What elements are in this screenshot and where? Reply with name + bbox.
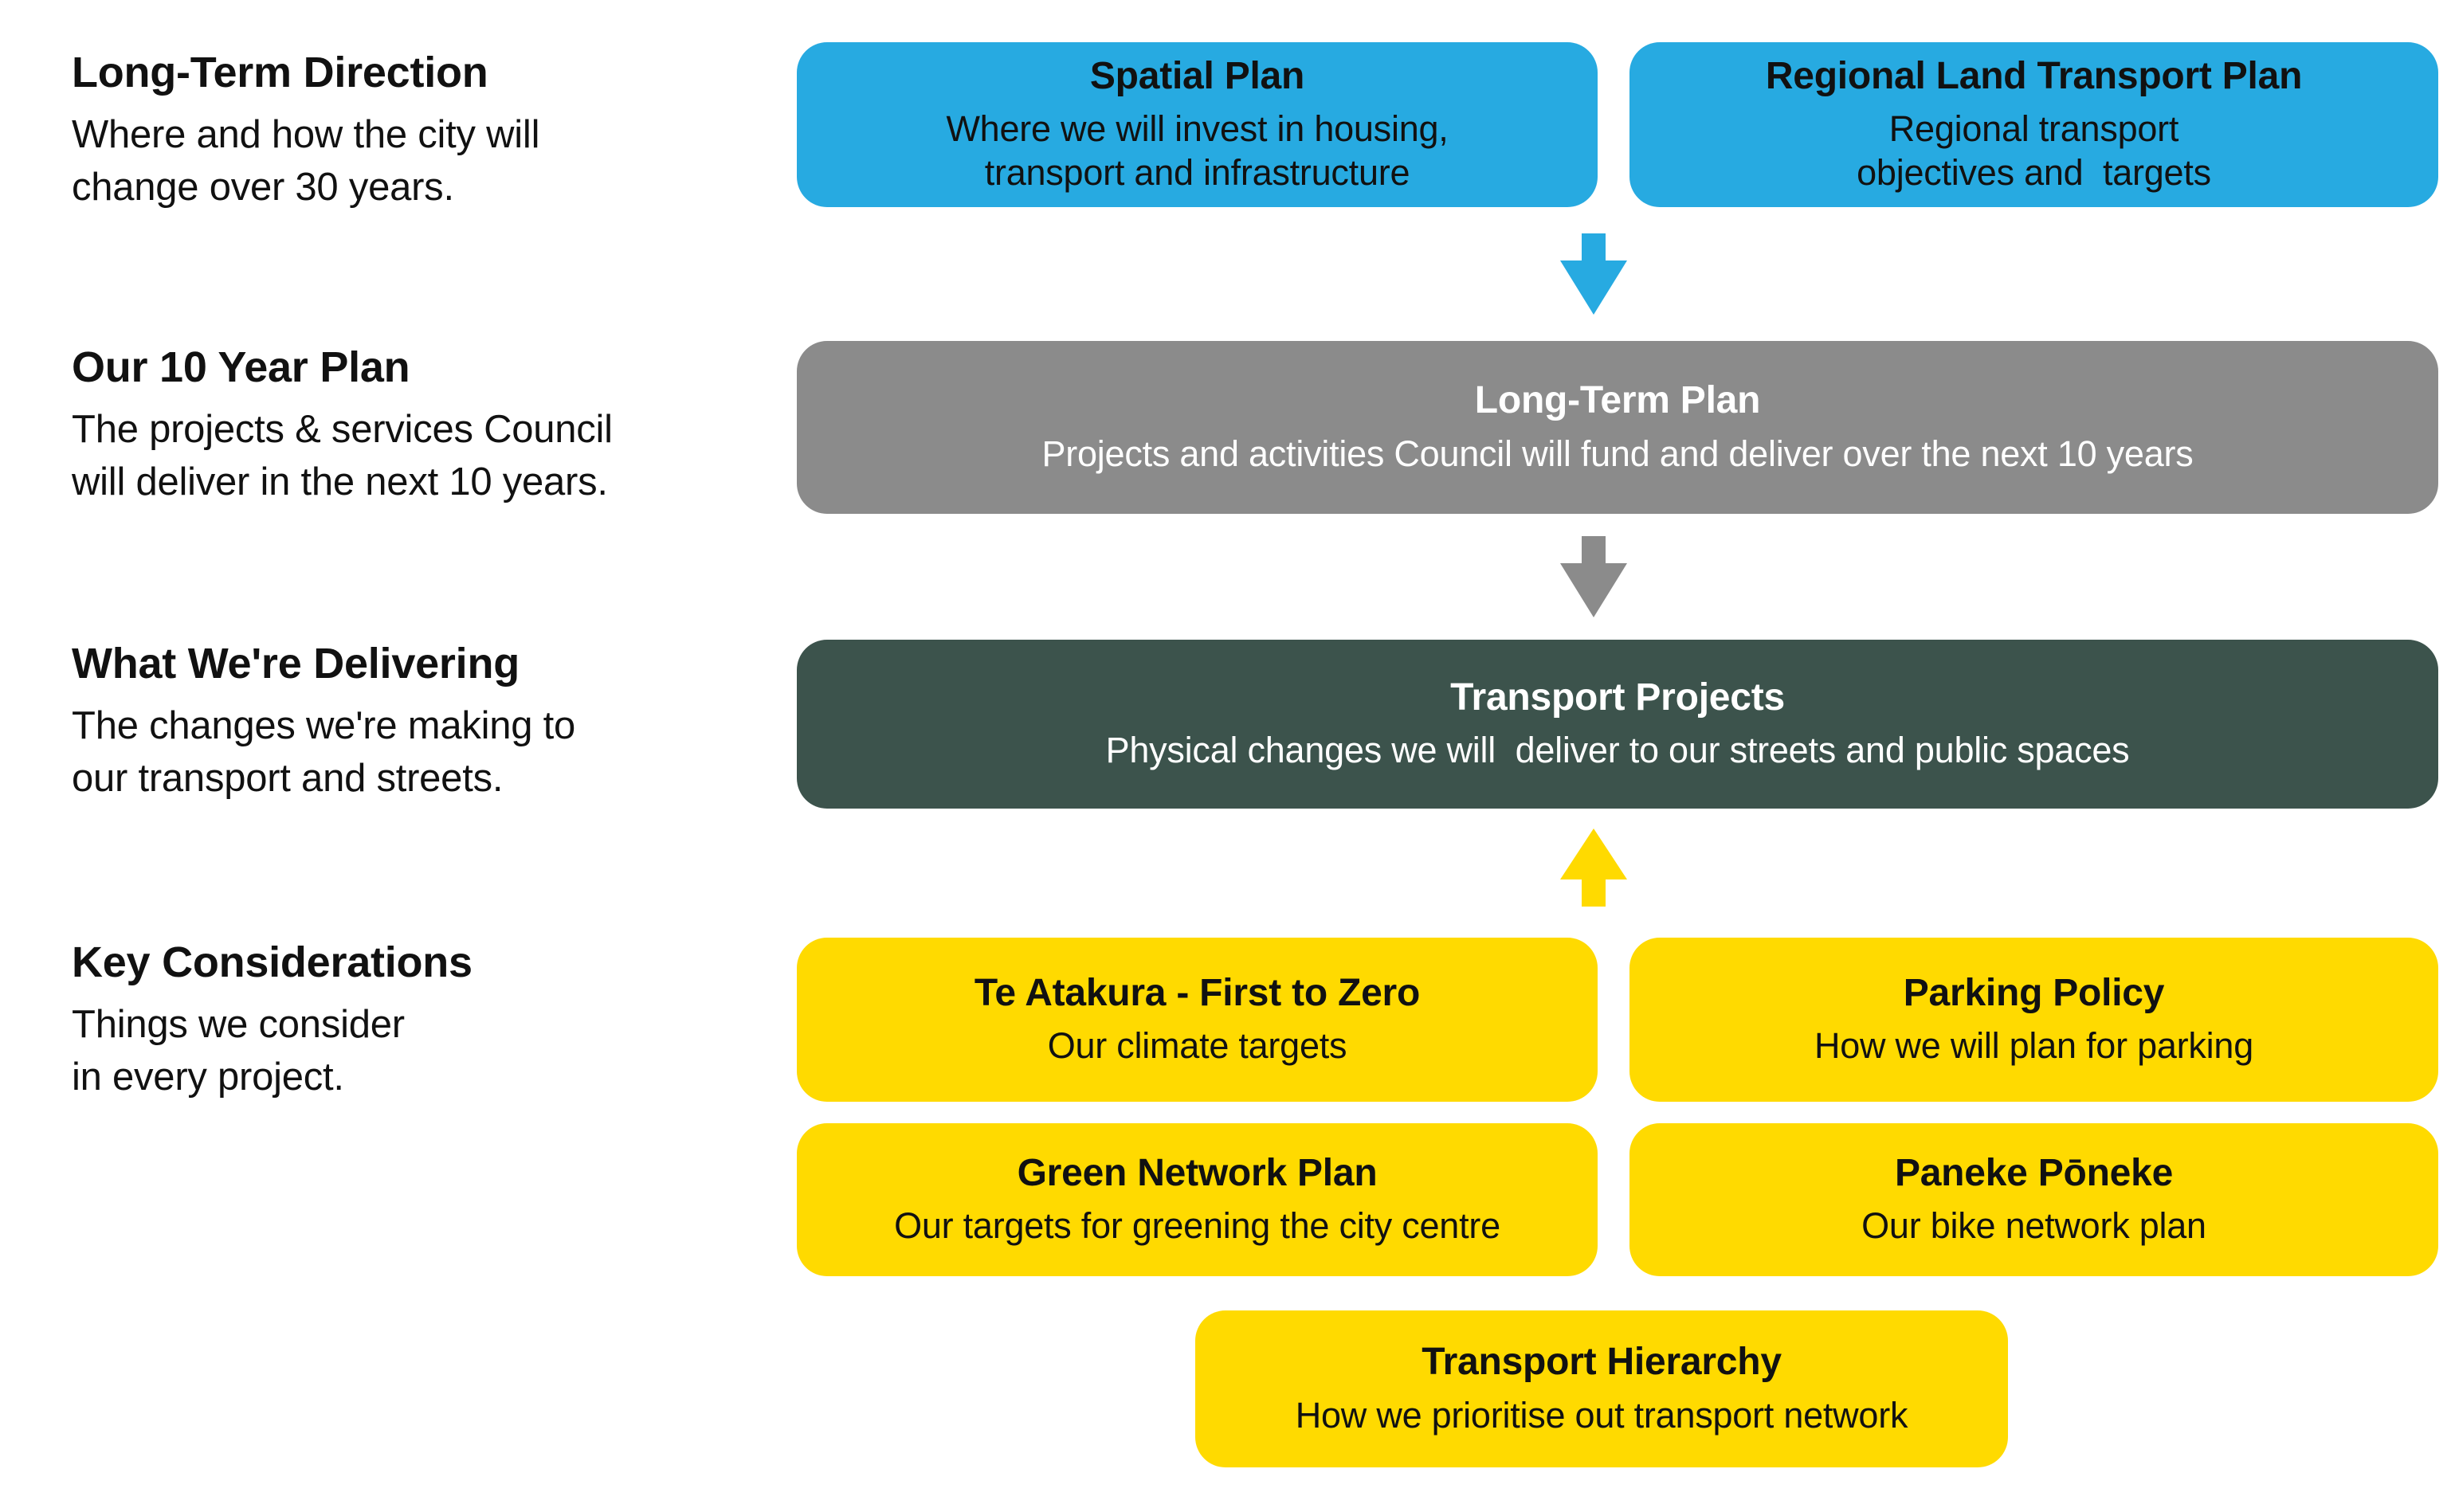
box-parking-policy: Parking Policy How we will plan for park… — [1629, 938, 2438, 1102]
box-transport-hierarchy: Transport Hierarchy How we prioritise ou… — [1195, 1310, 2008, 1467]
label-title: Our 10 Year Plan — [72, 343, 410, 391]
label-title: What We're Delivering — [72, 640, 520, 687]
box-subtitle: How we will plan for parking — [1814, 1025, 2253, 1067]
box-subtitle: Our bike network plan — [1861, 1205, 2206, 1247]
label-our-10-year-plan: Our 10 Year Plan The projects & services… — [72, 341, 773, 509]
box-long-term-plan: Long-Term Plan Projects and activities C… — [797, 341, 2438, 514]
box-title: Regional Land Transport Plan — [1765, 55, 2303, 98]
label-what-were-delivering: What We're Delivering The changes we're … — [72, 637, 773, 805]
box-green-network-plan: Green Network Plan Our targets for green… — [797, 1123, 1598, 1276]
box-paneke-poneke: Paneke Pōneke Our bike network plan — [1629, 1123, 2438, 1276]
label-description: Things we consider in every project. — [72, 1002, 405, 1099]
box-title: Te Atakura - First to Zero — [974, 971, 1421, 1014]
box-subtitle: Our climate targets — [1047, 1025, 1347, 1067]
box-subtitle: Where we will invest in housing, transpo… — [946, 108, 1449, 194]
box-title: Long-Term Plan — [1474, 379, 1761, 422]
box-subtitle: Physical changes we will deliver to our … — [1105, 730, 2130, 771]
box-title: Spatial Plan — [1089, 55, 1305, 98]
box-title: Green Network Plan — [1017, 1151, 1378, 1194]
box-title: Parking Policy — [1903, 971, 2165, 1014]
box-title: Paneke Pōneke — [1894, 1151, 2174, 1194]
label-title: Key Considerations — [72, 938, 473, 986]
box-te-atakura-first-to-zero: Te Atakura - First to Zero Our climate t… — [797, 938, 1598, 1102]
label-description: The projects & services Council will del… — [72, 407, 613, 504]
gray-down-arrow-icon — [1560, 536, 1627, 617]
box-subtitle: Projects and activities Council will fun… — [1041, 433, 2194, 474]
box-transport-projects: Transport Projects Physical changes we w… — [797, 640, 2438, 809]
label-description: The changes we're making to our transpor… — [72, 703, 576, 801]
box-title: Transport Hierarchy — [1422, 1341, 1782, 1384]
box-subtitle: How we prioritise out transport network — [1295, 1394, 1908, 1436]
label-long-term-direction: Long-Term Direction Where and how the ci… — [72, 46, 773, 214]
box-subtitle: Our targets for greening the city centre — [894, 1205, 1500, 1247]
box-title: Transport Projects — [1450, 676, 1785, 719]
box-regional-land-transport-plan: Regional Land Transport Plan Regional tr… — [1629, 42, 2438, 207]
yellow-up-arrow-icon — [1560, 828, 1627, 907]
box-subtitle: Regional transport objectives and target… — [1857, 108, 2211, 194]
label-title: Long-Term Direction — [72, 49, 488, 96]
label-description: Where and how the city will change over … — [72, 112, 540, 210]
blue-down-arrow-icon — [1560, 233, 1627, 315]
box-spatial-plan: Spatial Plan Where we will invest in hou… — [797, 42, 1598, 207]
label-key-considerations: Key Considerations Things we consider in… — [72, 936, 773, 1104]
